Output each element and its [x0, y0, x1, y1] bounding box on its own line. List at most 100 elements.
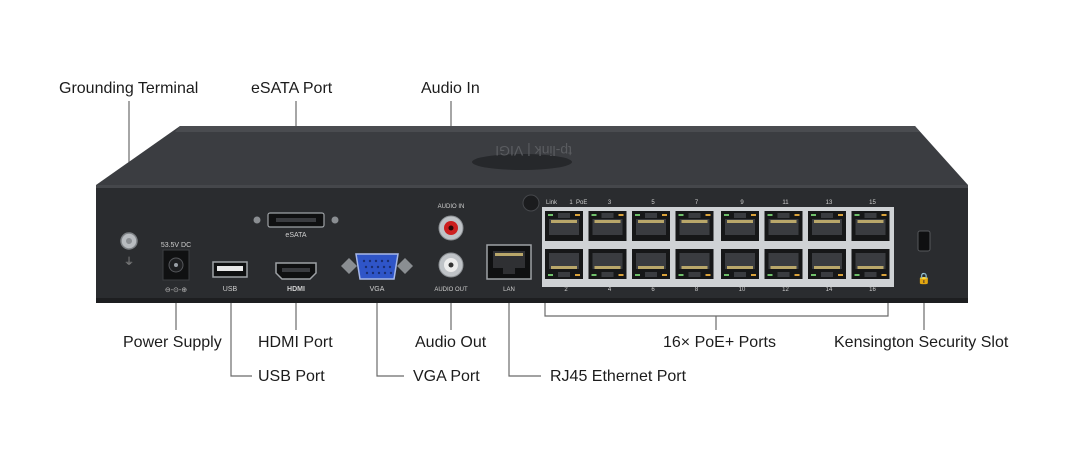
- poe-port-cavity: [768, 253, 799, 269]
- poe-led: [751, 274, 756, 276]
- link-led: [548, 274, 553, 276]
- poe-port-latch: [601, 213, 614, 218]
- poe-port-contacts: [770, 220, 797, 223]
- audio-in-jack: AUDIO IN: [438, 204, 465, 241]
- rj45-ethernet-port-callout: RJ45 Ethernet Port: [550, 368, 687, 385]
- poe-led: [575, 214, 580, 216]
- poe-port-latch: [821, 272, 833, 277]
- poe-port-contacts: [551, 266, 577, 269]
- poe-led: [618, 214, 624, 216]
- ground-symbol-icon: ⏚: [124, 256, 134, 268]
- poe-port-contacts: [814, 220, 840, 223]
- usb-tongue: [217, 266, 243, 271]
- audio-out-jack: AUDIO OUT: [434, 252, 468, 293]
- dc-jack-body: [162, 249, 190, 281]
- vga-label: VGA: [370, 286, 385, 293]
- poe-port-15: [851, 211, 890, 241]
- poe-port-contacts: [594, 220, 621, 223]
- hdmi-port: HDMI: [275, 262, 317, 293]
- poe-port-contacts: [727, 220, 753, 223]
- poe-led: [662, 274, 667, 276]
- poe-port-contacts: [727, 266, 753, 269]
- poe-led: [751, 214, 756, 216]
- poe-port-number: 12: [782, 287, 789, 293]
- poe-port-contacts: [638, 266, 664, 269]
- poe-led: [618, 274, 624, 276]
- usb-port: USB: [212, 261, 248, 293]
- poe-port-number: 10: [739, 287, 746, 293]
- esata-port: eSATA: [253, 212, 339, 239]
- esata-port-callout: eSATA Port: [251, 80, 333, 97]
- poe-port-contacts: [551, 220, 577, 223]
- link-led: [854, 214, 860, 216]
- vga-screw-left: [341, 258, 357, 274]
- link-led: [678, 274, 684, 276]
- link-led: [635, 214, 640, 216]
- vga-port-callout: VGA Port: [413, 368, 480, 385]
- grounding-screw-center: [126, 238, 132, 244]
- logo-swoosh: [472, 154, 572, 170]
- poe-port-9: [721, 211, 759, 241]
- lan-contacts: [495, 253, 523, 256]
- poe-port-cavity: [636, 253, 666, 269]
- poe-port-latch: [864, 213, 877, 218]
- vga-port-line: [376, 292, 404, 377]
- poe-port-contacts: [681, 266, 708, 269]
- poe-port-contacts: [770, 266, 797, 269]
- audio-out-label: AUDIO OUT: [434, 287, 468, 293]
- link-led: [767, 274, 773, 276]
- poe-port-number: 15: [869, 200, 876, 206]
- poe-port-latch: [821, 213, 833, 218]
- esata-screw-right: [331, 216, 339, 224]
- poe-port-cavity: [549, 253, 579, 269]
- kensington-slot: 🔒: [917, 230, 931, 285]
- reset-hole: [522, 194, 540, 212]
- link-led: [591, 274, 597, 276]
- poe-port-10: [721, 249, 759, 279]
- poe-port-number: 8: [695, 287, 699, 293]
- link-led: [854, 274, 860, 276]
- poe-led: [838, 274, 843, 276]
- poe-port-cavity: [592, 253, 623, 269]
- poe-led: [794, 214, 800, 216]
- poe-port-11: [764, 211, 803, 241]
- audio-in-label: AUDIO IN: [438, 204, 465, 210]
- logo-text: tp-link | VIGI: [495, 143, 572, 159]
- poe-port-latch: [645, 272, 657, 277]
- poe-port-contacts: [814, 266, 840, 269]
- esata-contacts: [276, 218, 316, 222]
- audio-in-hole: [448, 225, 454, 231]
- poe-led: [575, 274, 580, 276]
- chassis-bottom-edge: [96, 298, 968, 303]
- poe-port-latch: [864, 272, 877, 277]
- polarity-label: ⊖-⊙-⊕: [165, 287, 187, 294]
- hdmi-label: HDMI: [287, 286, 305, 293]
- link-led: [548, 214, 553, 216]
- rj45-port-line: [508, 292, 541, 377]
- poe-port-8: [675, 249, 714, 279]
- poe-led: [662, 214, 667, 216]
- lock-icon: 🔒: [917, 272, 931, 285]
- poe-port-number: 6: [651, 287, 655, 293]
- poe-port-latch: [558, 213, 570, 218]
- lan-latch: [503, 268, 515, 274]
- usb-port-line: [230, 292, 252, 377]
- link-led: [811, 214, 816, 216]
- link-led: [724, 274, 729, 276]
- link-led-label: Link: [546, 200, 558, 206]
- link-led: [767, 214, 773, 216]
- poe-port-13: [808, 211, 846, 241]
- poe-port-12: [764, 249, 803, 279]
- poe-port-number: 13: [826, 200, 833, 206]
- poe-led: [838, 214, 843, 216]
- poe-led: [881, 274, 887, 276]
- poe-led: [881, 214, 887, 216]
- poe-ports-callout: 16× PoE+ Ports: [663, 334, 776, 351]
- poe-led: [794, 274, 800, 276]
- esata-screw-left: [253, 216, 261, 224]
- power-supply-callout: Power Supply: [123, 334, 222, 351]
